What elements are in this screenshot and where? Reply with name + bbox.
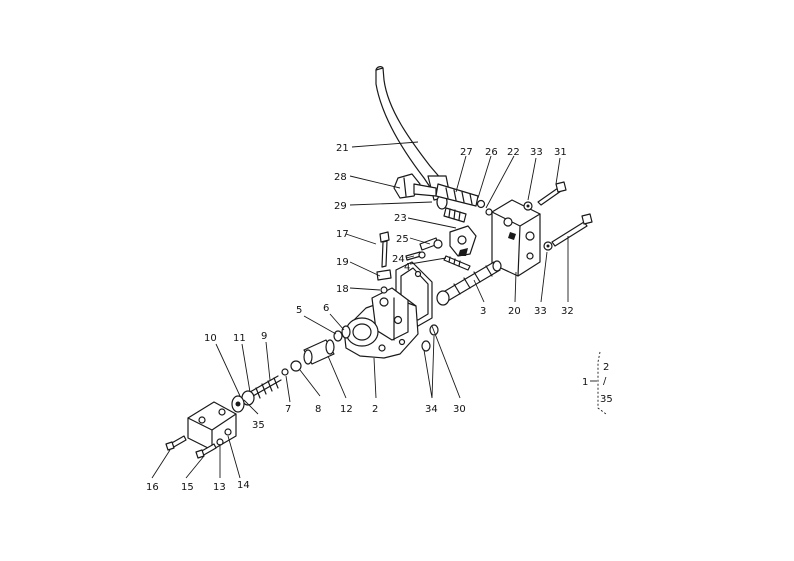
label-24: 24 — [392, 254, 405, 265]
screw-24-part — [405, 251, 471, 271]
label-28: 28 — [334, 172, 347, 183]
screws-15-16-part — [165, 435, 217, 459]
label-33-bottom: 33 — [534, 306, 547, 317]
legend-separator: / — [603, 376, 607, 387]
label-34: 34 — [425, 404, 438, 415]
label-13: 13 — [213, 482, 226, 493]
bolt-assembly — [393, 173, 493, 223]
label-4: 4 — [404, 262, 410, 273]
label-31: 31 — [554, 147, 567, 158]
label-7: 7 — [285, 404, 291, 415]
label-27: 27 — [460, 147, 473, 158]
label-18: 18 — [336, 284, 349, 295]
bracket-23-part — [419, 225, 477, 257]
seal-rings-part — [303, 325, 351, 365]
cover-block-part — [491, 199, 541, 277]
bolt-17-part — [376, 231, 392, 294]
label-2: 2 — [372, 404, 378, 415]
bolt-31-part — [523, 181, 567, 211]
label-20: 20 — [508, 306, 521, 317]
label-8: 8 — [315, 404, 321, 415]
label-29: 29 — [334, 201, 347, 212]
spool-3-part — [436, 260, 502, 306]
label-3: 3 — [480, 306, 486, 317]
label-14: 14 — [237, 480, 250, 491]
label-10: 10 — [204, 333, 217, 344]
pump-body-part — [343, 287, 419, 359]
label-33-top: 33 — [530, 147, 543, 158]
ball-8-part — [281, 360, 302, 376]
label-22: 22 — [507, 147, 520, 158]
legend-35: 35 — [600, 394, 613, 405]
label-21: 21 — [336, 143, 349, 154]
assembly-legend — [590, 351, 607, 415]
label-16: 16 — [146, 482, 159, 493]
washers-34-part — [421, 324, 439, 352]
label-11: 11 — [233, 333, 246, 344]
label-26: 26 — [485, 147, 498, 158]
label-1: 1 — [582, 377, 588, 388]
end-cover-part — [187, 401, 237, 451]
label-35: 35 — [252, 420, 265, 431]
leader-lines — [151, 141, 569, 479]
label-25: 25 — [396, 234, 409, 245]
label-12: 12 — [340, 404, 353, 415]
label-17: 17 — [336, 229, 349, 240]
part-labels: 21 28 29 27 26 22 33 31 23 25 24 4 17 19… — [146, 143, 613, 493]
legend-2: 2 — [603, 362, 609, 373]
label-32: 32 — [561, 306, 574, 317]
label-6: 6 — [323, 303, 329, 314]
bolt-32-part — [543, 213, 593, 251]
label-19: 19 — [336, 257, 349, 268]
label-15: 15 — [181, 482, 194, 493]
label-30: 30 — [453, 404, 466, 415]
label-5: 5 — [296, 305, 302, 316]
label-23: 23 — [394, 213, 407, 224]
label-9: 9 — [261, 331, 267, 342]
